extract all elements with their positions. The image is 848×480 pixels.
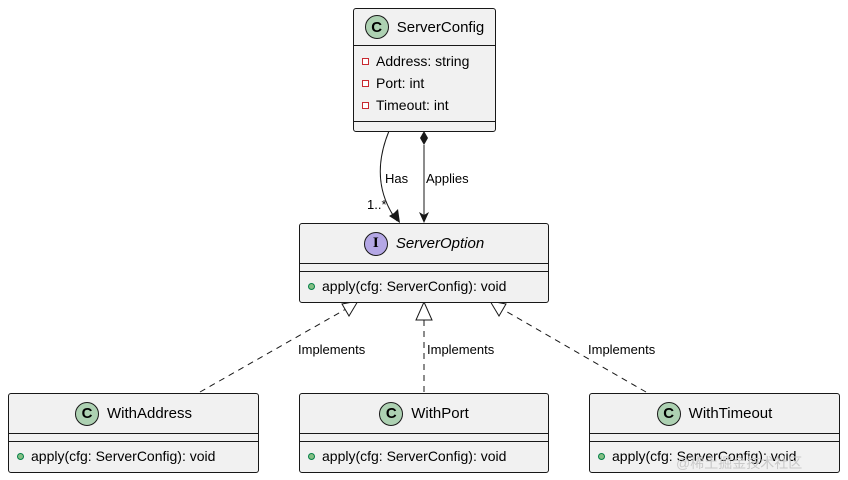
has-association-line <box>379 130 398 222</box>
implements-label-with-timeout: Implements <box>588 342 656 357</box>
fields-section <box>300 264 548 272</box>
field-row: Port: int <box>354 72 495 94</box>
server-config-class[interactable]: C ServerConfig Address: string Port: int… <box>353 8 496 132</box>
class-header: C WithPort <box>300 394 548 434</box>
methods-section <box>354 122 495 131</box>
class-header: C WithAddress <box>9 394 258 434</box>
class-name: ServerConfig <box>396 18 485 36</box>
class-name: WithPort <box>411 405 469 422</box>
interface-stereotype-icon: I <box>363 231 388 256</box>
implements-triangle-with-address <box>341 300 360 317</box>
method-text: apply(cfg: ServerConfig): void <box>31 448 216 464</box>
fields-section <box>300 434 548 442</box>
methods-section: apply(cfg: ServerConfig): void <box>300 272 548 302</box>
method-text: apply(cfg: ServerConfig): void <box>612 448 797 464</box>
class-name: WithAddress <box>106 405 193 422</box>
method-row: apply(cfg: ServerConfig): void <box>300 445 548 467</box>
has-label: Has <box>385 171 409 186</box>
with-timeout-class[interactable]: C WithTimeout apply(cfg: ServerConfig): … <box>589 393 840 473</box>
class-name: WithTimeout <box>688 405 773 422</box>
private-field-icon <box>362 101 369 109</box>
class-header: C ServerConfig <box>354 9 495 46</box>
applies-label: Applies <box>426 171 469 186</box>
private-field-icon <box>362 79 369 87</box>
with-address-class[interactable]: C WithAddress apply(cfg: ServerConfig): … <box>8 393 259 473</box>
implements-triangle-with-port <box>415 300 433 321</box>
fields-section <box>9 434 258 442</box>
public-method-icon <box>598 452 605 460</box>
methods-section: apply(cfg: ServerConfig): void <box>300 442 548 472</box>
implements-label-with-address: Implements <box>298 342 366 357</box>
method-text: apply(cfg: ServerConfig): void <box>322 278 507 294</box>
implements-line-with-address <box>199 308 347 393</box>
public-method-icon <box>308 452 315 460</box>
public-method-icon <box>17 452 24 460</box>
methods-section: apply(cfg: ServerConfig): void <box>590 442 839 472</box>
implements-label-with-port: Implements <box>427 342 495 357</box>
class-stereotype-icon: C <box>364 15 389 39</box>
server-option-interface[interactable]: I ServerOption apply(cfg: ServerConfig):… <box>299 223 549 303</box>
field-text: Port: int <box>376 75 425 91</box>
field-row: Timeout: int <box>354 94 495 116</box>
implements-triangle-with-timeout <box>488 300 507 317</box>
fields-section <box>590 434 839 442</box>
watermark: @稀土掘金技术社区 <box>676 455 803 471</box>
method-row: apply(cfg: ServerConfig): void <box>590 445 839 467</box>
private-field-icon <box>362 57 369 65</box>
method-row: apply(cfg: ServerConfig): void <box>9 445 258 467</box>
has-multiplicity-label: 1..* <box>367 197 387 212</box>
with-port-class[interactable]: C WithPort apply(cfg: ServerConfig): voi… <box>299 393 549 473</box>
field-text: Timeout: int <box>376 97 449 113</box>
has-arrowhead <box>389 209 400 223</box>
applies-composition-diamond <box>420 131 428 145</box>
class-stereotype-icon: C <box>656 401 681 426</box>
implements-line-with-timeout <box>501 308 647 393</box>
class-header: C WithTimeout <box>590 394 839 434</box>
public-method-icon <box>308 282 315 290</box>
methods-section: apply(cfg: ServerConfig): void <box>9 442 258 472</box>
applies-arrowhead <box>419 212 429 223</box>
class-stereotype-icon: C <box>74 401 99 426</box>
method-text: apply(cfg: ServerConfig): void <box>322 448 507 464</box>
field-row: Address: string <box>354 50 495 72</box>
interface-name: ServerOption <box>395 235 485 252</box>
interface-header: I ServerOption <box>300 224 548 264</box>
field-text: Address: string <box>376 53 470 69</box>
fields-section: Address: string Port: int Timeout: int <box>354 46 495 122</box>
class-stereotype-icon: C <box>379 401 404 426</box>
method-row: apply(cfg: ServerConfig): void <box>300 275 548 297</box>
